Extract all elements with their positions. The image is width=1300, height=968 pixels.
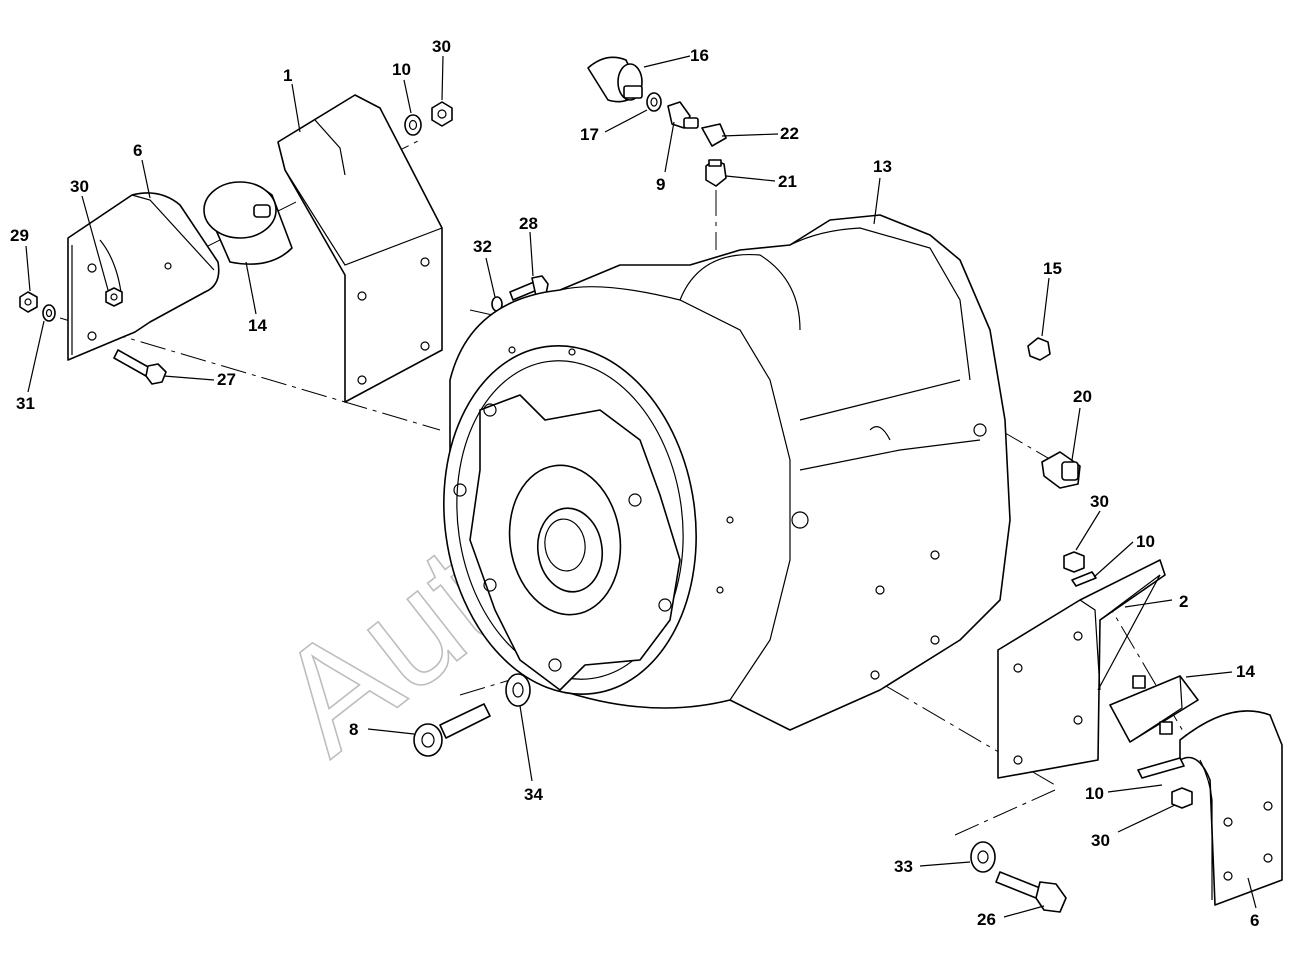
fitting-part-9 xyxy=(667,101,699,129)
callout-labels: 1 2 6 6 8 9 10 10 10 13 14 14 15 16 17 2… xyxy=(10,37,1259,930)
callout-10-right-upper: 10 xyxy=(1136,532,1155,551)
bracket-part-6-left xyxy=(67,192,220,361)
mount-part-14-left xyxy=(203,181,293,265)
callout-9: 9 xyxy=(656,175,665,194)
callout-31: 31 xyxy=(16,394,35,413)
washer-part-10-right-lower xyxy=(1137,757,1185,779)
washer-part-31 xyxy=(42,304,56,322)
sender-part-16 xyxy=(587,56,643,103)
washer-part-34 xyxy=(505,673,531,707)
nut-part-30-right-upper xyxy=(1063,551,1085,573)
washer-part-33 xyxy=(970,841,996,873)
callout-22: 22 xyxy=(780,124,799,143)
callout-1: 1 xyxy=(283,66,292,85)
fitting-part-21 xyxy=(705,159,727,187)
callout-10-top: 10 xyxy=(392,60,411,79)
callout-33: 33 xyxy=(894,857,913,876)
nut-part-30-top xyxy=(431,101,453,127)
callout-21: 21 xyxy=(778,172,797,191)
callout-30-right-lower: 30 xyxy=(1091,831,1110,850)
callout-32: 32 xyxy=(473,237,492,256)
washer-part-10-top xyxy=(404,114,422,136)
washer-part-17 xyxy=(646,92,662,112)
callout-16: 16 xyxy=(690,46,709,65)
callout-34: 34 xyxy=(524,785,543,804)
callout-30-right-upper: 30 xyxy=(1090,492,1109,511)
input-flange xyxy=(443,345,734,695)
callout-20: 20 xyxy=(1073,387,1092,406)
bolt-part-26 xyxy=(995,871,1067,913)
callout-14-right: 14 xyxy=(1236,662,1255,681)
callout-8: 8 xyxy=(349,720,358,739)
callout-13: 13 xyxy=(873,157,892,176)
callout-6-right: 6 xyxy=(1250,911,1259,930)
callout-27: 27 xyxy=(217,370,236,389)
callout-14-left: 14 xyxy=(248,316,267,335)
fitting-part-20 xyxy=(1041,451,1081,489)
bolt-part-8 xyxy=(413,703,491,757)
nut-part-30-left xyxy=(105,287,123,307)
bracket-part-6-right xyxy=(1179,710,1283,906)
washer-part-10-right-upper xyxy=(1071,571,1097,587)
callout-30-top: 30 xyxy=(432,37,451,56)
callout-29: 29 xyxy=(10,226,29,245)
callout-30-left: 30 xyxy=(70,177,89,196)
bracket-part-1 xyxy=(277,94,443,403)
plug-part-15 xyxy=(1027,337,1051,361)
mount-part-14-right xyxy=(1109,675,1199,743)
callout-26: 26 xyxy=(977,910,996,929)
callout-6-left: 6 xyxy=(133,141,142,160)
nut-part-30-right-lower xyxy=(1171,787,1193,809)
bracket-part-2 xyxy=(997,559,1166,779)
bolt-part-28 xyxy=(509,275,549,301)
callout-28: 28 xyxy=(519,214,538,233)
elbow-part-22 xyxy=(701,123,727,147)
callout-2: 2 xyxy=(1179,592,1188,611)
callout-17: 17 xyxy=(580,125,599,144)
callout-15: 15 xyxy=(1043,259,1062,278)
leader-lines xyxy=(25,55,1257,918)
bolt-part-27 xyxy=(113,349,167,385)
nut-part-29 xyxy=(19,291,38,313)
callout-10-right-lower: 10 xyxy=(1085,784,1104,803)
